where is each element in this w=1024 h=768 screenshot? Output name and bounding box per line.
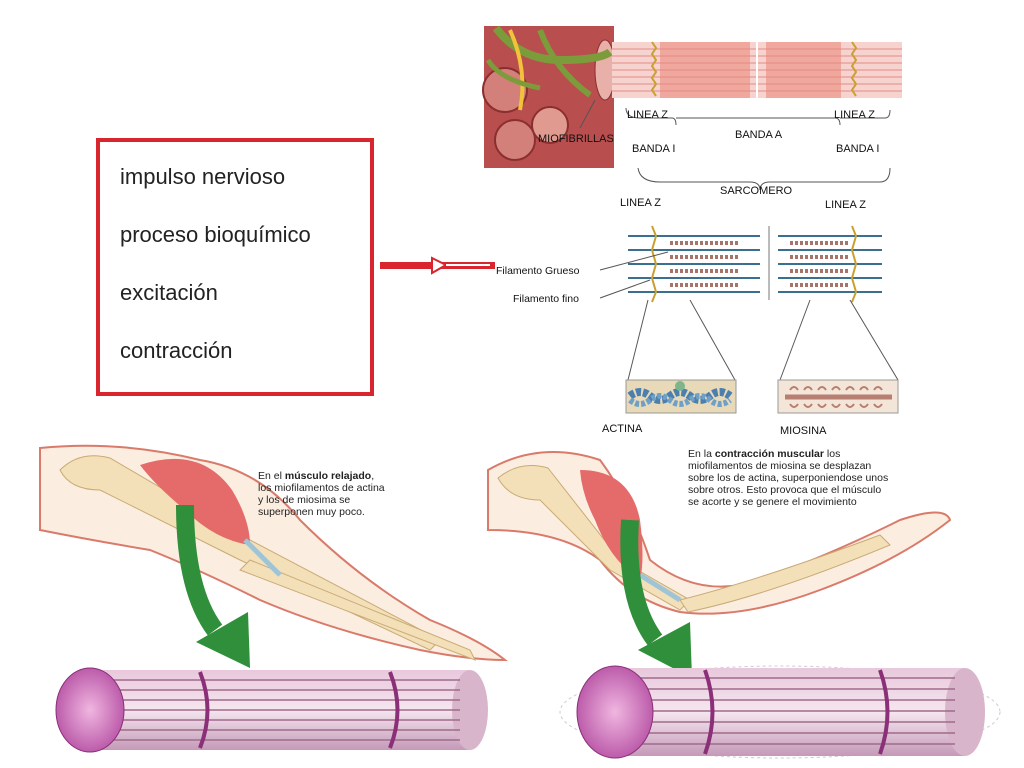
banda-a-label: BANDA A bbox=[735, 129, 783, 141]
filamento-fino-label: Filamento fino bbox=[513, 293, 579, 305]
miosina-label: MIOSINA bbox=[780, 425, 827, 437]
linea-z-left-label: LINEA Z bbox=[627, 109, 668, 121]
filamento-grueso-label: Filamento Grueso bbox=[496, 265, 580, 277]
list-item-impulso: impulso nervioso bbox=[120, 164, 286, 189]
filament-linea-z-right-label: LINEA Z bbox=[825, 199, 866, 211]
actina-label: ACTINA bbox=[602, 423, 643, 435]
banda-i-left-label: BANDA I bbox=[632, 143, 675, 155]
filament-linea-z-left-label: LINEA Z bbox=[620, 197, 661, 209]
sarcomero-label: SARCOMERO bbox=[720, 185, 793, 197]
miosina-inset bbox=[777, 379, 899, 414]
myofibril-stripes bbox=[612, 41, 902, 98]
actina-inset bbox=[625, 379, 737, 414]
list-item-contraccion: contracción bbox=[120, 338, 233, 363]
list-item-proceso: proceso bioquímico bbox=[120, 222, 311, 247]
banda-i-right-label: BANDA I bbox=[836, 143, 879, 155]
relaxed-caption: En el músculo relajado, los miofilamento… bbox=[258, 470, 385, 518]
relaxed-fiber-cylinder bbox=[55, 667, 488, 753]
process-list-box: impulso nervioso proceso bioquímico exci… bbox=[96, 138, 374, 396]
contracted-caption: En la contracción muscular los miofilame… bbox=[688, 448, 889, 508]
contracted-fiber-cylinder bbox=[559, 665, 1001, 759]
miofibrillas-label: MIOFIBRILLAS bbox=[538, 133, 614, 145]
list-item-excitacion: excitación bbox=[120, 280, 218, 305]
filament-lines bbox=[628, 225, 882, 303]
linea-z-right-label: LINEA Z bbox=[834, 109, 875, 121]
muscle-bundle bbox=[482, 25, 616, 168]
